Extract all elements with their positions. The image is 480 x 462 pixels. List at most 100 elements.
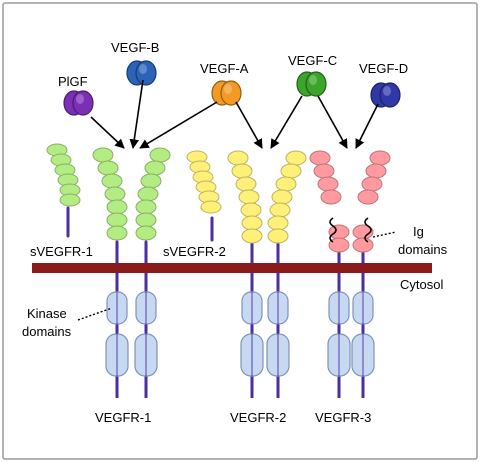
ligand-subunit (72, 90, 94, 116)
ig-domain (238, 189, 260, 205)
receptor-layer (46, 143, 391, 278)
label-vegfr1: VEGFR-1 (95, 410, 151, 425)
ig-domain (137, 186, 159, 202)
ig-domain (240, 202, 262, 218)
binding-arrows (90, 79, 379, 149)
vegfr1-left-chain (92, 147, 128, 241)
vegfr3-right-chain (352, 150, 391, 253)
vegfr2-left-chain (227, 150, 263, 244)
ligand-dimer-plgf (63, 90, 94, 116)
ig-domain (135, 212, 157, 228)
ligand-dimer-vegfd (370, 82, 401, 108)
ig-domain (92, 147, 114, 163)
ig-domain (97, 160, 119, 176)
ig-domain (275, 176, 297, 192)
ig-domain (317, 176, 339, 192)
ig-domain (227, 150, 249, 166)
intracellular-layer (105, 273, 375, 398)
ligand-layer (63, 60, 401, 116)
ig-domain (271, 189, 293, 205)
label-svegfr1: sVEGFR-1 (30, 244, 93, 259)
ligand-subunit (305, 71, 327, 97)
ig-domain (140, 173, 162, 189)
label-kinase: Kinase (27, 306, 67, 321)
svegfr2-chain (186, 150, 222, 214)
vegfr3-left-chain (309, 150, 350, 253)
ligand-label-vegfc: VEGF-C (288, 53, 337, 68)
ig-domain (313, 163, 335, 179)
squiggle-right (364, 217, 372, 243)
ig-domain (106, 225, 128, 241)
ig-domain (361, 176, 383, 192)
label-vegfr3: VEGFR-3 (315, 410, 371, 425)
ig-domain (106, 212, 128, 228)
ig-domain (101, 173, 123, 189)
ig-domain (106, 199, 128, 215)
vegfr1-left-cytoplasmic (105, 273, 129, 398)
ig-domain (309, 150, 331, 166)
ig-domain (267, 215, 289, 231)
ig-domain (241, 228, 263, 244)
ig-domain (285, 150, 307, 166)
vegfr1-right-cytoplasmic (134, 273, 158, 398)
vegfr3-left-cytoplasmic (327, 273, 351, 398)
ligand-dimer-vegfb (126, 60, 157, 86)
arrow-vegfa-to-vegfr1 (139, 101, 218, 149)
vegfr2-right-chain (267, 150, 307, 244)
ig-domain (59, 193, 81, 207)
ig-domain (149, 147, 171, 163)
ligand-label-vegfa: VEGF-A (200, 61, 249, 76)
ig-domain (104, 186, 126, 202)
vegfr3-cleavage-squiggles (329, 217, 372, 243)
ig-domain (280, 163, 302, 179)
ig-domain (328, 224, 350, 240)
ig-domain (357, 189, 379, 205)
ligand-label-plgf: PlGF (58, 74, 88, 89)
ligand-highlight (383, 86, 391, 96)
ig-domain (200, 200, 222, 214)
label-domains-kinase: domains (22, 324, 72, 339)
ig-domain (352, 237, 374, 253)
svegfr1-chain (46, 143, 81, 207)
ligand-highlight (224, 84, 232, 94)
ligand-subunit (220, 80, 242, 106)
vegfr2-right-cytoplasmic (266, 273, 290, 398)
arrow-vegfc-to-vegfr3 (317, 95, 348, 149)
arrow-vegfc-to-vegfr2 (270, 95, 303, 149)
ig-domain (365, 163, 387, 179)
ig-domain (135, 199, 157, 215)
vegfr3-right-cytoplasmic (351, 273, 375, 398)
arrow-plgf-to-vegfr1 (90, 116, 125, 149)
ig-domain (328, 237, 350, 253)
label-svegfr2: sVEGFR-2 (163, 244, 226, 259)
ig-domain (241, 215, 263, 231)
label-cytosol: Cytosol (400, 277, 443, 292)
squiggle-left (329, 217, 337, 243)
ligand-dimer-vegfc (296, 71, 327, 97)
ligand-dimer-vegfa (211, 80, 242, 106)
cell-membrane (32, 263, 432, 273)
ligand-subunit (379, 82, 401, 108)
ligand-highlight (139, 64, 147, 74)
ig-domain (267, 228, 289, 244)
ig-domain (231, 163, 253, 179)
vegfr1-right-chain (135, 147, 171, 241)
ligand-label-vegfd: VEGF-D (359, 61, 408, 76)
ig-domain (369, 150, 391, 166)
ig-domain (135, 225, 157, 241)
ig-domain (269, 202, 291, 218)
ig-domain (235, 176, 257, 192)
ligand-label-vegfb: VEGF-B (111, 40, 159, 55)
label-ig: Ig (413, 224, 424, 239)
ig-domain (144, 160, 166, 176)
arrow-vegfd-to-vegfr3 (355, 103, 379, 149)
arrow-vegfb-to-vegfr1 (129, 79, 144, 149)
ligand-highlight (76, 94, 84, 104)
vegfr2-left-cytoplasmic (240, 273, 264, 398)
label-domains-ig: domains (398, 242, 448, 257)
arrow-vegfa-to-vegfr2 (235, 101, 263, 149)
ligand-highlight (309, 75, 317, 85)
ig-domain (320, 189, 342, 205)
label-vegfr2: VEGFR-2 (230, 410, 286, 425)
